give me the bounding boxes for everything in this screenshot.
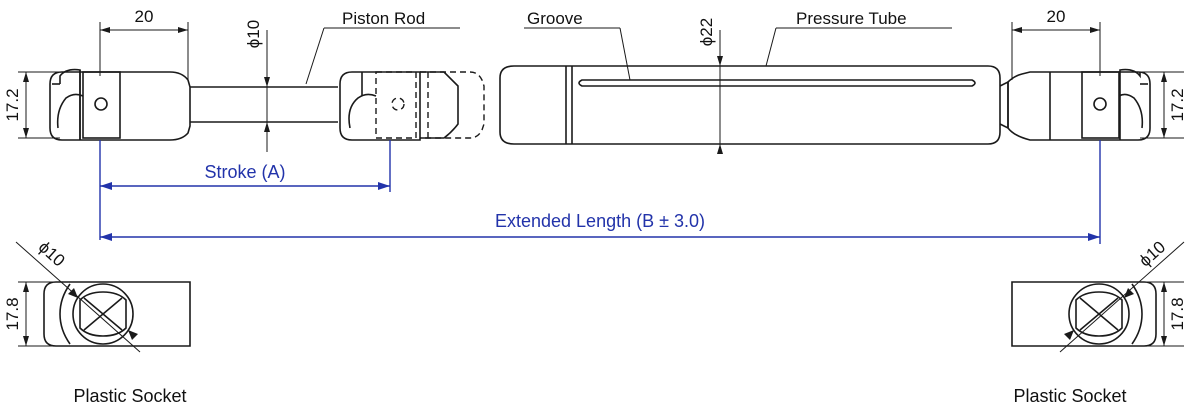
dim-label-tube-diameter: ϕ22 (697, 18, 716, 46)
label-groove: Groove (527, 9, 583, 28)
dim-label-20-right: 20 (1047, 7, 1066, 26)
retracted-fitting-outline (339, 71, 485, 141)
dim-label-20-left: 20 (135, 7, 154, 26)
caption-plastic-socket-left: Plastic Socket (73, 386, 186, 406)
leader-piston-rod: Piston Rod (305, 9, 460, 85)
left-end-fitting (49, 68, 191, 141)
dim-stroke: Stroke (A) (99, 140, 391, 240)
dim-tube-diameter: ϕ22 (697, 18, 723, 154)
dim-label-side-diameter-left: ϕ10 (35, 237, 69, 270)
caption-plastic-socket-right: Plastic Socket (1013, 386, 1126, 406)
right-end-fitting (999, 68, 1151, 141)
pressure-tube (499, 65, 1001, 145)
label-piston-rod: Piston Rod (342, 9, 425, 28)
dim-label-side-height-right: 17.8 (1168, 297, 1187, 330)
label-pressure-tube: Pressure Tube (796, 9, 907, 28)
dim-width-right: 20 (1011, 7, 1101, 80)
dim-label-height-right: 17.2 (1168, 88, 1187, 121)
leader-groove: Groove (524, 9, 631, 81)
label-stroke: Stroke (A) (204, 162, 285, 182)
piston-rod (190, 86, 338, 123)
label-extended-length: Extended Length (B ± 3.0) (495, 211, 705, 231)
left-socket-side-view: ϕ10 17.8 (3, 237, 191, 353)
dim-label-height-left: 17.2 (3, 88, 22, 121)
dim-rod-diameter: ϕ10 (244, 20, 270, 132)
dim-extended-length: Extended Length (B ± 3.0) (100, 140, 1101, 244)
dim-label-rod-diameter: ϕ10 (244, 20, 263, 48)
leader-pressure-tube: Pressure Tube (765, 9, 952, 67)
dim-height-left: 17.2 (3, 71, 60, 139)
groove-line (578, 79, 976, 87)
dim-label-side-diameter-right: ϕ10 (1135, 237, 1169, 270)
dim-height-right: 17.2 (1140, 71, 1187, 139)
center-lines (266, 30, 721, 152)
right-socket-side-view: ϕ10 17.8 (1011, 237, 1187, 353)
dim-width-left: 20 (99, 7, 189, 80)
dim-label-side-height-left: 17.8 (3, 297, 22, 330)
